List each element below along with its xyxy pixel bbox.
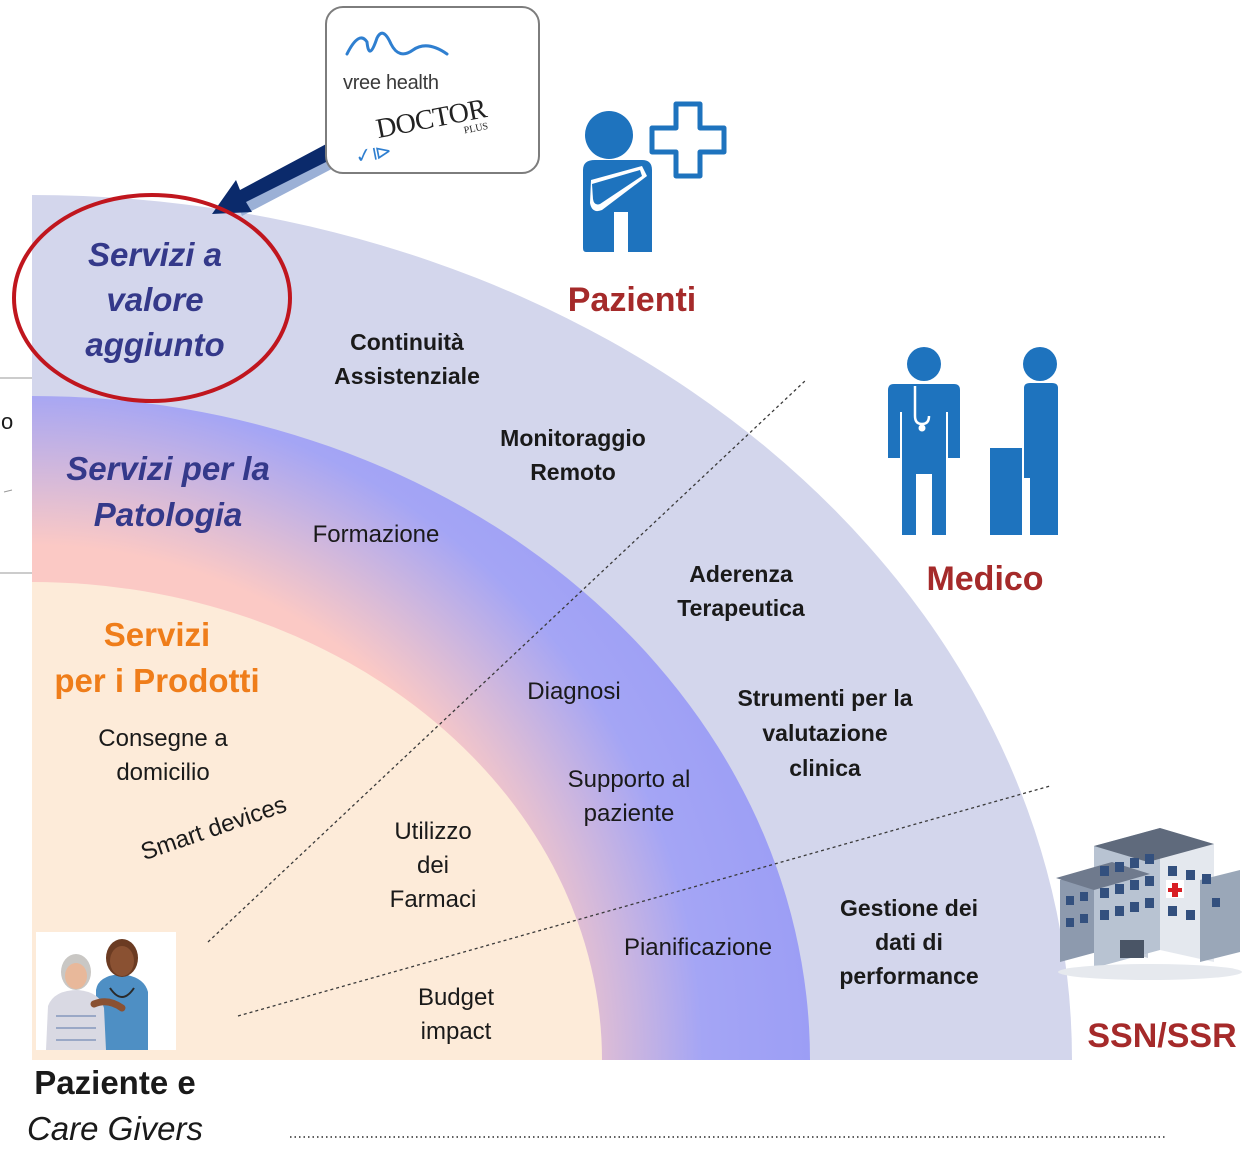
callout-arrow [212, 142, 338, 214]
hospital-icon [1056, 828, 1242, 980]
divider-line-upper [207, 379, 807, 943]
vree-health-logo [345, 31, 449, 56]
service-formazione: Formazione [312, 521, 440, 548]
actor-medico: Medico [926, 560, 1044, 598]
ring-title-valore-aggiunto: Servizi a valore aggiunto [85, 236, 225, 363]
doctor-plus-brand: DOCTOR PLUS ✓⧐ [353, 93, 490, 169]
service-diagnosi: Diagnosi [527, 678, 621, 705]
ring-title-prodotti: Servizi per i Prodotti [54, 616, 260, 699]
doctor-plus-signal-icon: ✓⧐ [353, 139, 394, 169]
service-gestione-dati: Gestione dei dati di performance [839, 895, 979, 989]
actor-ssn-ssr: SSN/SSR [1087, 1017, 1237, 1055]
seated-patient-icon [990, 347, 1058, 535]
partner-callout: vree health DOCTOR PLUS ✓⧐ [325, 6, 540, 174]
service-budget-impact: Budget impact [417, 984, 495, 1045]
highlight-ellipse [12, 193, 292, 403]
actor-pazienti: Pazienti [567, 281, 697, 319]
service-supporto-paziente: Supporto al paziente [567, 766, 691, 827]
vree-health-brand: vree health [343, 72, 439, 94]
ring-title-patologia: Servizi per la Patologia [66, 450, 270, 533]
divider-line-lower [237, 785, 1051, 1017]
edge-mark [3, 489, 13, 493]
service-consegne-domicilio: Consegne a domicilio [98, 725, 228, 786]
patient-icon [583, 101, 727, 252]
doctor-icon [888, 347, 960, 535]
service-continuita-assistenziale: Continuità Assistenziale [334, 329, 480, 389]
edge-fragment-text: o [1, 409, 14, 434]
service-pianificazione: Pianificazione [623, 934, 773, 961]
service-utilizzo-farmaci: Utilizzo dei Farmaci [389, 818, 477, 913]
callout-arrow-shadow [238, 150, 345, 216]
actor-paziente-e-care-givers: Paziente e Care Givers [26, 1064, 204, 1147]
service-aderenza-terapeutica: Aderenza Terapeutica [677, 561, 805, 621]
caregivers-photo [36, 932, 176, 1050]
service-monitoraggio-remoto: Monitoraggio Remoto [500, 425, 646, 485]
service-strumenti-valutazione: Strumenti per la valutazione clinica [737, 685, 913, 781]
